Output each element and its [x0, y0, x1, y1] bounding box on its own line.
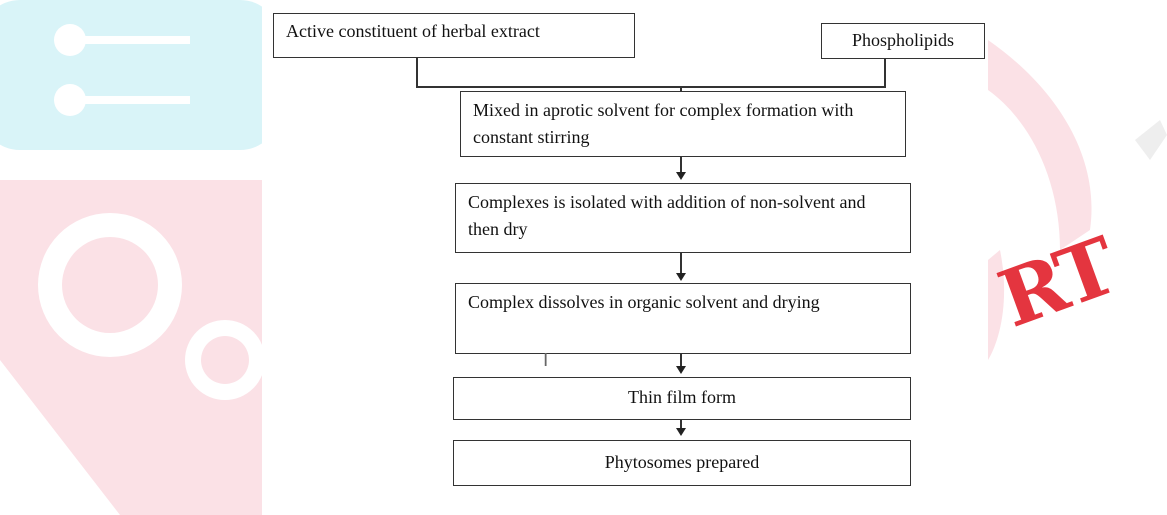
step-box-1: Mixed in aprotic solvent for complex for…: [460, 91, 906, 157]
arrow-line-3: [680, 354, 682, 367]
step-box-2: Complexes is isolated with addition of n…: [455, 183, 911, 253]
arrow-head-1: [676, 172, 686, 180]
arrow-head-3: [676, 366, 686, 374]
connector-to-step1: [680, 86, 682, 92]
step-box-4: Thin film form: [453, 377, 911, 420]
input-box-left: Active constituent of herbal extract: [273, 13, 635, 58]
input-box-right: Phospholipids: [821, 23, 985, 59]
arrow-head-2: [676, 273, 686, 281]
step-box-3: Complex dissolves in organic solvent and…: [455, 283, 911, 354]
watermark-arc-icon: [988, 40, 1167, 360]
arrow-line-4: [680, 420, 682, 429]
diagram-panel: [262, 0, 988, 515]
watermark-gear-icon: [0, 180, 265, 515]
arrow-head-4: [676, 428, 686, 436]
connector-left-down: [416, 58, 418, 88]
connector-horizontal: [416, 86, 886, 88]
arrow-line-2: [680, 253, 682, 274]
arrow-line-1: [680, 157, 682, 173]
connector-right-down: [884, 59, 886, 88]
watermark-circuit-icon: [0, 0, 280, 150]
text-cursor-icon: I: [543, 350, 549, 371]
step-box-5: Phytosomes prepared: [453, 440, 911, 486]
